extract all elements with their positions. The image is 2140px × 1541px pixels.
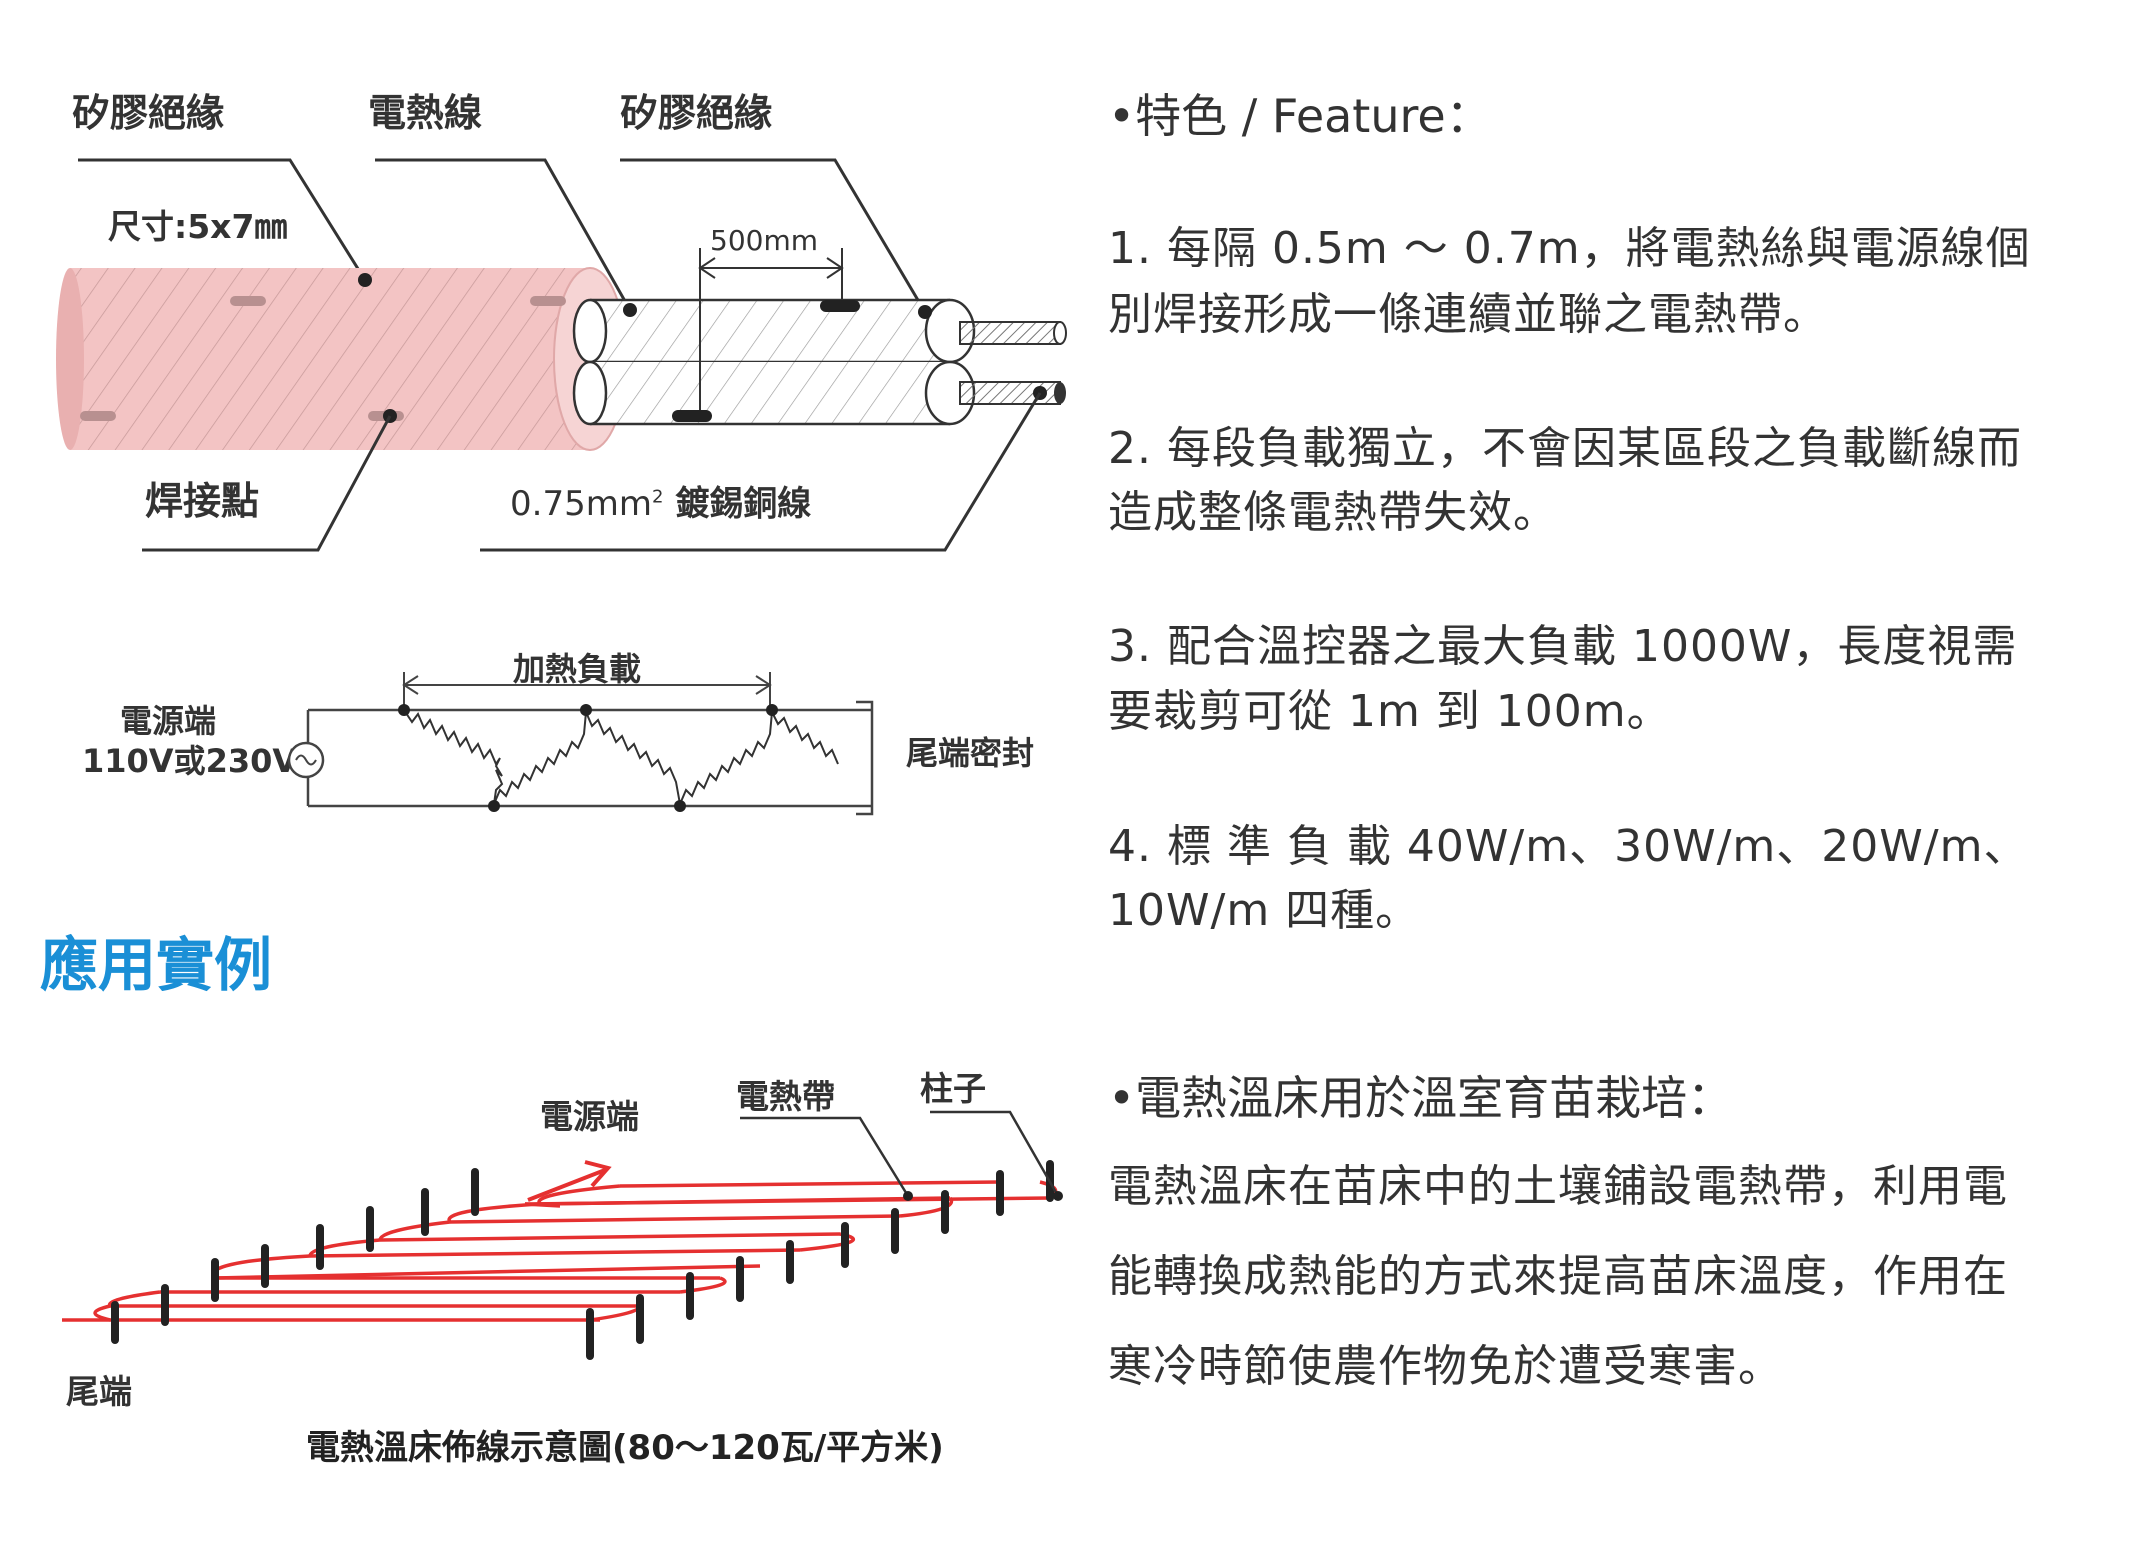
label-bed-post: 柱子 (920, 1069, 986, 1108)
feature-item-4-line2: 10W/m 四種。 (1108, 885, 1421, 936)
leader-heating-wire (375, 158, 632, 311)
feature-item-2-line2: 造成整條電熱帶失效。 (1108, 487, 1558, 538)
leader-weld-point (142, 415, 392, 552)
feature-item-3-line2: 要裁剪可從 1m 到 100m。 (1108, 686, 1672, 737)
tail-seal-bracket (856, 700, 874, 816)
posts (111, 1160, 1054, 1360)
feature-item-4-line1: 4. 標 準 負 載 40W/m、30W/m、20W/m、 (1108, 821, 2029, 872)
label-silicone-insulation-left: 矽膠絕緣 (72, 91, 225, 135)
application-line-1: 電熱溫床在苗床中的土壤鋪設電熱帶，利用電 (1108, 1161, 2008, 1212)
label-power-end: 電源端 (120, 702, 217, 740)
label-spacing: 500mm (710, 224, 818, 257)
feature-item-1-line2: 別焊接形成一條連續並聯之電熱帶。 (1108, 289, 1828, 340)
cable-drawing (56, 158, 1067, 552)
flow-arrow-icon (527, 1160, 612, 1202)
label-silicone-insulation-right: 矽膠絕緣 (620, 91, 773, 135)
bed-caption: 電熱溫床佈線示意圖(80～120瓦/平方米) (306, 1428, 944, 1468)
label-tail-seal: 尾端密封 (906, 734, 1035, 772)
leader-heating-band (740, 1116, 910, 1197)
label-bed-tail: 尾端 (66, 1372, 132, 1411)
application-line-2: 能轉換成熱能的方式來提高苗床溫度，作用在 (1108, 1251, 2008, 1302)
section-title-application: 應用實例 (40, 931, 273, 999)
label-heating-load: 加熱負載 (513, 650, 642, 688)
feature-item-2-line1: 2. 每段負載獨立，不會因某區段之負載斷線而 (1108, 423, 2022, 474)
bed-drawing (62, 1110, 1063, 1360)
features-heading: •特色 / Feature： (1108, 89, 1492, 143)
label-bed-heating-band: 電熱帶 (736, 1077, 835, 1116)
leader-silicone-right (620, 158, 927, 313)
label-size: 尺寸:5x7㎜ (108, 207, 288, 246)
heating-band-lines (62, 1180, 1058, 1322)
label-weld-point: 焊接點 (145, 479, 260, 523)
application-line-3: 寒冷時節使農作物免於遭受寒害。 (1108, 1341, 1783, 1392)
leader-copper-wire (480, 392, 1042, 552)
leader-post (930, 1110, 1060, 1197)
feature-item-3-line1: 3. 配合溫控器之最大負載 1000W，長度視需 (1108, 621, 2018, 672)
circuit-drawing (287, 672, 874, 816)
label-voltage: 110V或230V (82, 742, 298, 780)
application-heading: •電熱溫床用於溫室育苗栽培： (1108, 1071, 1734, 1125)
label-bed-power-end: 電源端 (540, 1097, 639, 1136)
feature-item-1-line1: 1. 每隔 0.5m ～ 0.7m，將電熱絲與電源線個 (1108, 223, 2031, 274)
label-copper-wire: 0.75mm2 鍍錫銅線 (510, 484, 812, 524)
leader-silicone-left (78, 158, 367, 281)
heating-zigzag (403, 708, 839, 808)
label-heating-wire: 電熱線 (368, 91, 483, 135)
